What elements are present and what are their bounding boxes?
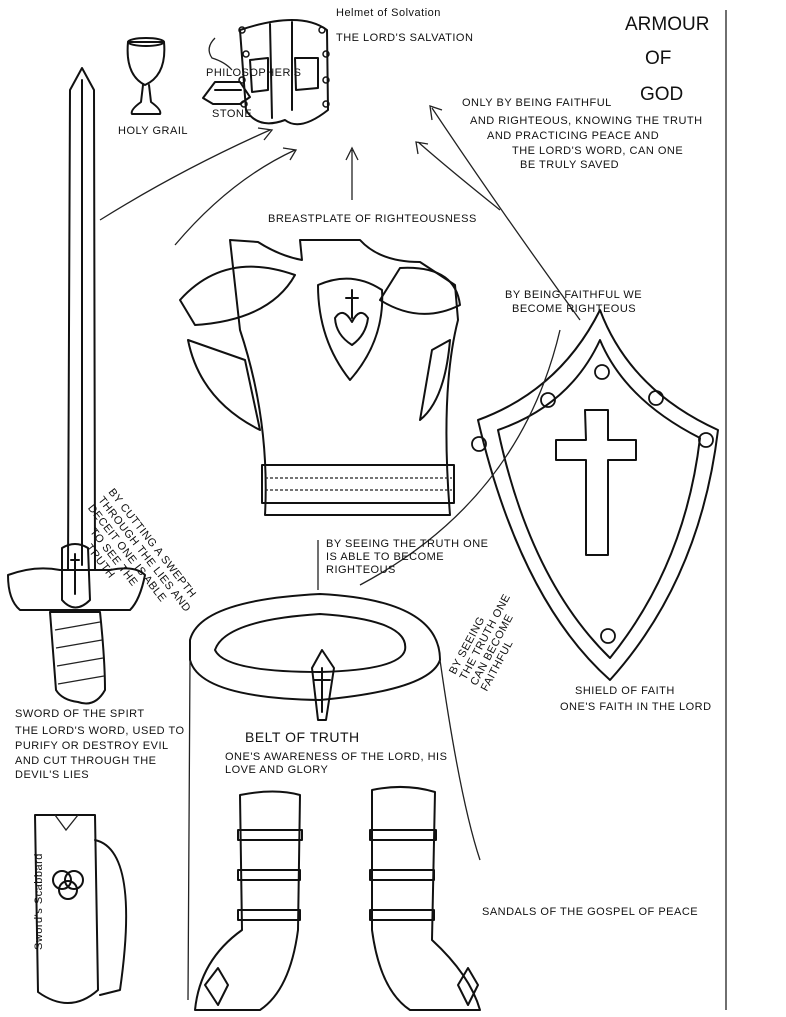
salvation-note-1: ONLY BY BEING FAITHFUL xyxy=(462,97,612,109)
shield-meaning: ONE'S FAITH IN THE LORD xyxy=(560,701,712,713)
shield-drawing xyxy=(471,309,719,681)
truth-note-3: RIGHTEOUS xyxy=(326,564,396,576)
sword-meaning-2: PURIFY OR DESTROY EVIL xyxy=(15,740,169,752)
breastplate-label: BREASTPLATE OF RIGHTEOUSNESS xyxy=(268,213,477,225)
sandals-drawing xyxy=(194,785,481,1011)
sword-meaning-3: AND CUT THROUGH THE xyxy=(15,755,157,767)
belt-drawing xyxy=(187,329,561,1001)
scabbard-drawing xyxy=(34,814,128,1004)
sword-label: SWORD OF THE SPIRT xyxy=(15,708,145,720)
faithful-note-2: BECOME RIGHTEOUS xyxy=(512,303,636,315)
sword-note: BY CUTTING A SWEPTH THROUGH THE LIES AND… xyxy=(83,486,198,614)
grail-label: HOLY GRAIL xyxy=(118,125,188,137)
sword-meaning-1: THE LORD'S WORD, USED TO xyxy=(15,725,185,737)
salvation-note-5: BE TRULY SAVED xyxy=(520,159,619,171)
belt-label: BELT OF TRUTH xyxy=(245,729,360,745)
truth-note-1: BY SEEING THE TRUTH ONE xyxy=(326,538,488,550)
philosophers-stone-drawing xyxy=(202,37,251,105)
belt-meaning-1: ONE'S AWARENESS OF THE LORD, HIS xyxy=(225,751,447,763)
helmet-name: Helmet of Solvation xyxy=(336,7,441,19)
sword-meaning-4: DEVIL'S LIES xyxy=(15,769,89,781)
salvation-note-2: AND RIGHTEOUS, KNOWING THE TRUTH xyxy=(470,115,703,127)
helmet-meaning: THE LORD'S SALVATION xyxy=(336,32,473,44)
salvation-note-3: AND PRACTICING PEACE AND xyxy=(487,130,659,142)
belt-meaning-2: LOVE AND GLORY xyxy=(225,764,329,776)
title-line-2: OF xyxy=(645,48,671,69)
shield-label: SHIELD OF FAITH xyxy=(575,685,675,697)
arrows-to-helmet xyxy=(99,105,581,321)
sword-drawing xyxy=(7,67,146,705)
scabbard-label: Sword's Scabbard xyxy=(33,853,45,950)
holy-grail-drawing xyxy=(126,37,166,115)
sandals-label: SANDALS OF THE GOSPEL OF PEACE xyxy=(482,906,698,918)
title-line-3: GOD xyxy=(640,84,683,105)
stone-label-1: PHILOSOPHER'S xyxy=(206,67,301,79)
faith-note: BY SEEING THE TRUTH ONE CAN BECOME FAITH… xyxy=(447,592,516,693)
stone-label-2: STONE xyxy=(212,108,252,120)
title-line-1: ARMOUR xyxy=(625,14,709,35)
helmet-drawing xyxy=(238,19,330,126)
truth-note-2: IS ABLE TO BECOME xyxy=(326,551,444,563)
breastplate-drawing xyxy=(179,239,461,516)
salvation-note-4: THE LORD'S WORD, CAN ONE xyxy=(512,145,683,157)
faithful-note-1: BY BEING FAITHFUL WE xyxy=(505,289,642,301)
